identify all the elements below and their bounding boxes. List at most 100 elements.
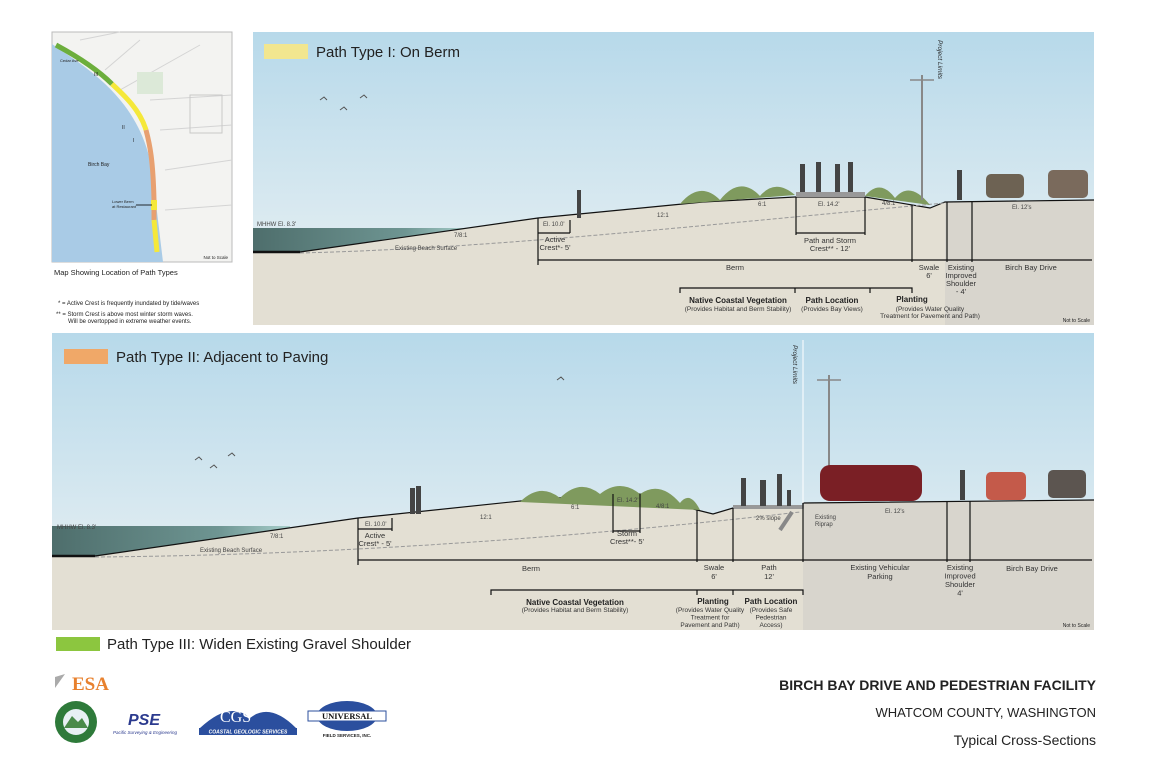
slope-label: 12:1	[480, 515, 492, 521]
elevation-label: El. 10.0'	[543, 222, 565, 228]
project-limits-label: Project Limits	[936, 40, 943, 80]
map-not-to-scale: Not to Scale	[203, 255, 228, 260]
path-surface	[796, 192, 865, 197]
cross-section-type-2: Project Limits MHHW El. 8.3' 7/8:1 Exist…	[52, 333, 1095, 630]
car	[986, 174, 1024, 198]
cross-section-type-1: Project Limits MHHW El. 8.3' 7/8:1 Exist…	[253, 32, 1095, 325]
slope-label: 4/8:1	[656, 504, 670, 510]
not-to-scale: Not to Scale	[1063, 318, 1090, 324]
beach-label: Existing Beach Surface	[200, 548, 263, 554]
svg-text:Cedar Ave: Cedar Ave	[60, 58, 79, 63]
svg-text:(Provides Habitat and Berm Sta: (Provides Habitat and Berm Stability)	[522, 607, 629, 614]
sheet-location: WHATCOM COUNTY, WASHINGTON	[875, 705, 1096, 720]
whatcom-county-seal	[55, 701, 97, 743]
slope-label: 4/8:1	[882, 201, 896, 207]
van	[820, 465, 922, 501]
vegetation	[520, 486, 700, 510]
legend-swatch-type3	[56, 637, 100, 651]
zone-berm: Berm	[726, 263, 744, 272]
function-title: Path Location	[806, 296, 859, 305]
car	[1048, 170, 1088, 198]
map-marker-iii: III	[94, 72, 98, 78]
zone-road: Birch Bay Drive	[1005, 263, 1057, 272]
car	[1048, 470, 1086, 498]
note-storm-crest: ** = Storm Crest is above most winter st…	[56, 312, 193, 325]
vegetation	[865, 187, 930, 205]
zone-berm: Berm	[522, 564, 540, 573]
function-title: Native Coastal Vegetation	[526, 598, 624, 607]
svg-text:FIELD SERVICES, INC.: FIELD SERVICES, INC.	[323, 733, 371, 738]
map-label-lower-berm: Lower Berm	[112, 199, 134, 204]
birds	[194, 376, 565, 469]
slope-label: 6:1	[571, 505, 580, 511]
legend-swatch-type2	[64, 349, 108, 364]
svg-text:UNIVERSAL: UNIVERSAL	[322, 711, 372, 721]
beach-label: Existing Beach Surface	[395, 246, 458, 252]
not-to-scale: Not to Scale	[1063, 623, 1090, 629]
map-streets	[79, 31, 233, 211]
map-park	[137, 72, 163, 94]
slope-label: 7/8:1	[270, 534, 284, 540]
svg-text:CGS: CGS	[220, 709, 251, 726]
function-title: Planting	[896, 295, 928, 304]
elevation-label: El. 14.2'	[617, 498, 639, 504]
legend-label-type1: Path Type I: On Berm	[316, 44, 460, 61]
cgs-logo: CGS COASTAL GEOLOGIC SERVICES	[199, 709, 297, 736]
path-surface	[733, 505, 803, 509]
elevation-label: El. 12's	[1012, 205, 1032, 211]
mhhw-label: MHHW El. 8.3'	[257, 222, 296, 228]
elevation-label: El. 12's	[885, 509, 905, 515]
elevation-label: El. 14.2'	[818, 202, 840, 208]
svg-text:ESA: ESA	[72, 674, 109, 695]
svg-text:COASTAL GEOLOGIC SERVICES: COASTAL GEOLOGIC SERVICES	[209, 730, 288, 736]
map-caption: Map Showing Location of Path Types	[54, 268, 178, 277]
slope-note: 2% slope	[756, 516, 781, 522]
elevation-label: El. 10.0'	[365, 522, 387, 528]
slope-label: 6:1	[758, 202, 767, 208]
note-active-crest: * = Active Crest is frequently inundated…	[58, 301, 199, 307]
universal-logo: UNIVERSAL FIELD SERVICES, INC.	[307, 701, 387, 738]
map-label-cedar-ave: Cedar Ave	[60, 58, 79, 63]
sheet-title: BIRCH BAY DRIVE AND PEDESTRIAN FACILITY	[779, 677, 1097, 693]
svg-text:(Provides Habitat and Berm Sta: (Provides Habitat and Berm Stability)	[685, 306, 792, 313]
legend-swatch-type1	[264, 44, 308, 59]
svg-text:Pacific Surveying & Engineerin: Pacific Surveying & Engineering	[113, 730, 178, 735]
bay-water	[52, 44, 163, 262]
car	[986, 472, 1026, 500]
zone-road: Birch Bay Drive	[1006, 564, 1058, 573]
slope-label: 12:1	[657, 213, 669, 219]
esa-logo: ESA	[55, 674, 109, 695]
legend-label-type3: Path Type III: Widen Existing Gravel Sho…	[107, 636, 411, 653]
function-title: Native Coastal Vegetation	[689, 296, 787, 305]
slope-label: 7/8:1	[454, 233, 468, 239]
map-path-type2	[143, 129, 157, 201]
legend-label-type2: Path Type II: Adjacent to Paving	[116, 349, 328, 366]
birds	[319, 94, 368, 111]
sheet-subtitle: Typical Cross-Sections	[954, 732, 1096, 748]
people	[410, 470, 965, 514]
map-path-type3	[54, 42, 114, 86]
function-title: Planting	[697, 597, 729, 606]
function-title: Path Location	[745, 597, 798, 606]
svg-text:(Provides Bay Views): (Provides Bay Views)	[801, 306, 863, 313]
mhhw-label: MHHW El. 8.3'	[57, 525, 96, 531]
map-marker-ii: II	[122, 125, 125, 131]
svg-text:PSE: PSE	[128, 712, 161, 729]
project-limits-label: Project Limits	[791, 345, 798, 385]
map-path-type1	[110, 82, 149, 131]
